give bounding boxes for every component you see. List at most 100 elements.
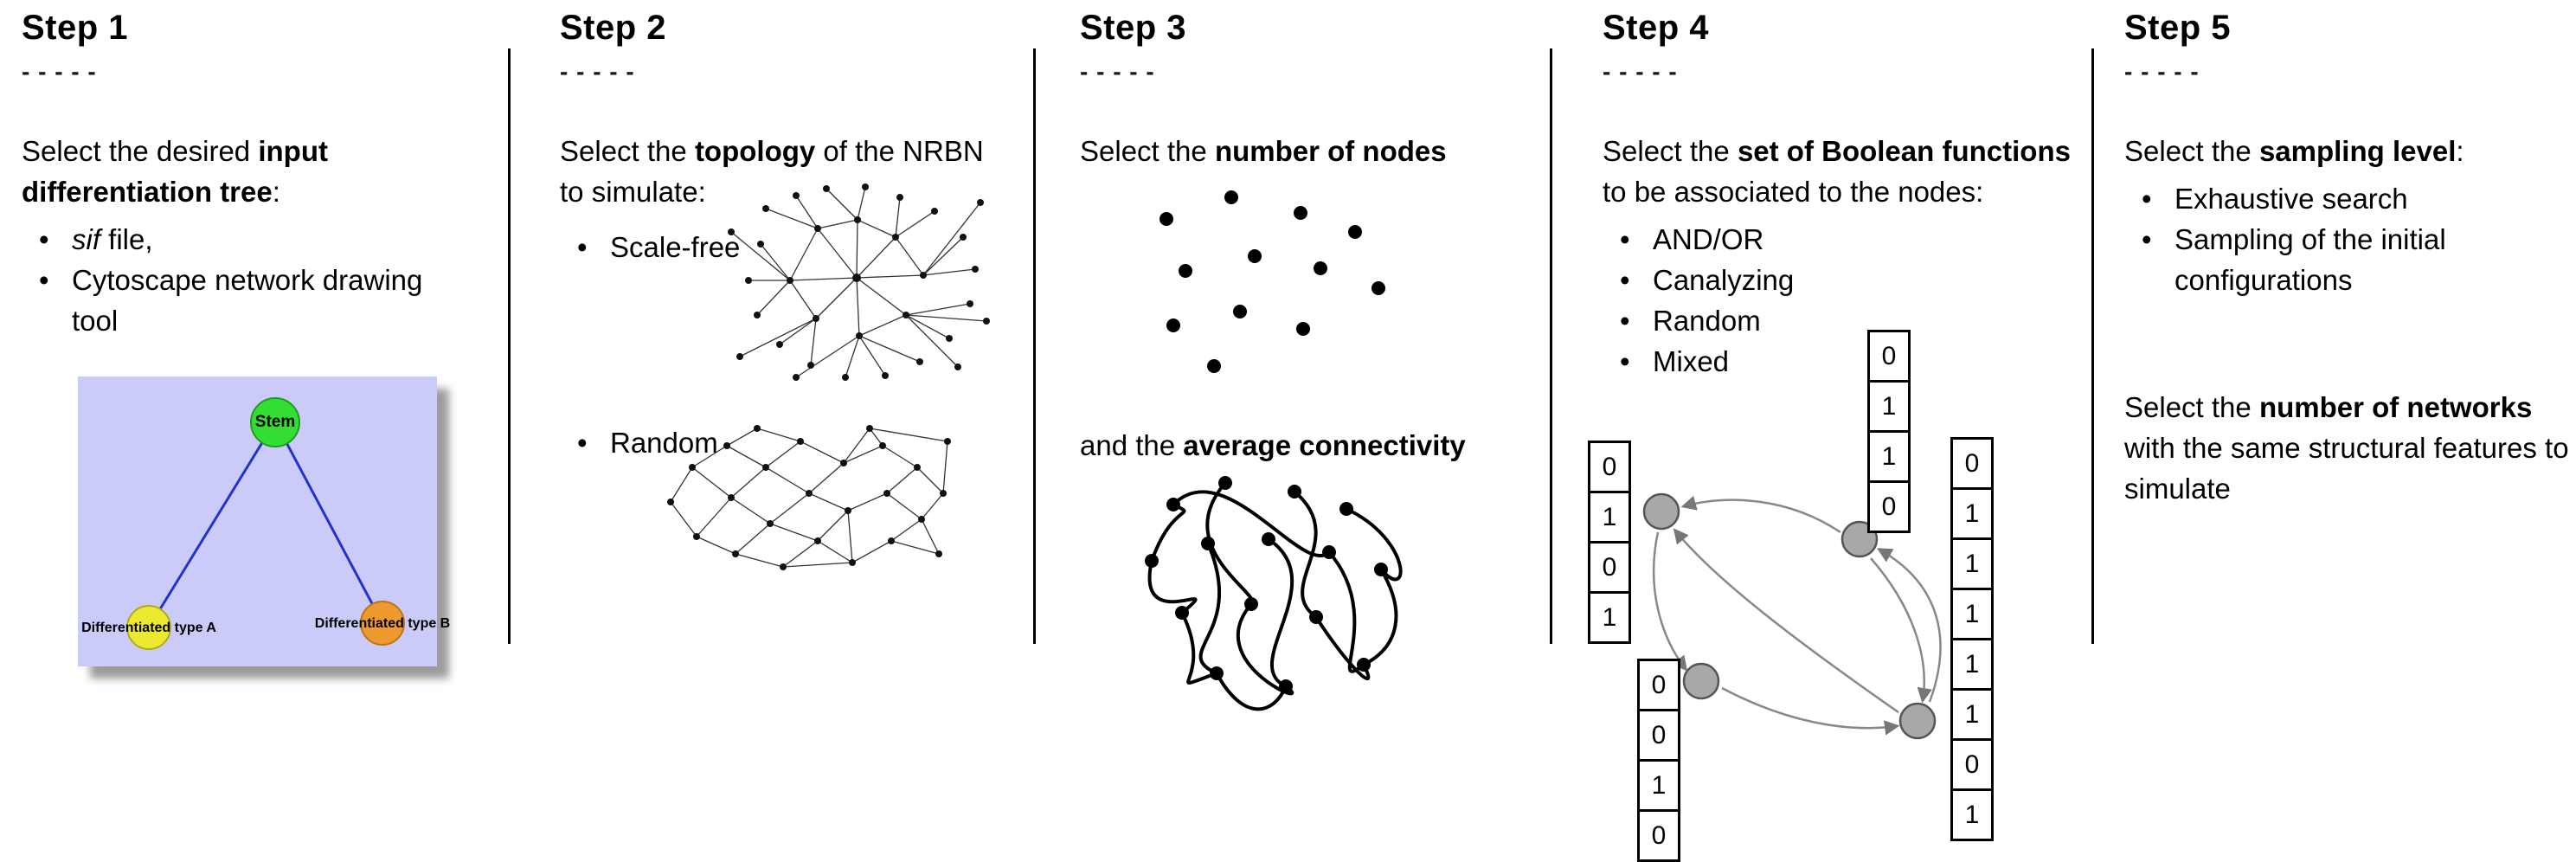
table-cell: 1 — [1588, 594, 1631, 644]
table-cell: 0 — [1588, 544, 1631, 594]
boolean-table-bottom: 0 0 1 0 — [1637, 659, 1680, 862]
scale-free-label: Scale-free — [610, 231, 741, 263]
sif-rest: file, — [100, 223, 153, 255]
step-5-bullet-exhaustive: Exhaustive search — [2142, 178, 2574, 219]
table-cell: 0 — [1637, 711, 1680, 762]
step-4-intro-bold: set of Boolean functions — [1737, 135, 2071, 167]
step-4-column: Step 4 - - - - - Select the set of Boole… — [1588, 9, 2077, 862]
table-cell: 1 — [1950, 540, 1994, 590]
step-5-second-pre: Select the — [2124, 391, 2259, 423]
step-1-intro-pre: Select the desired — [22, 135, 259, 167]
type-a-label: Differentiated type A — [81, 620, 216, 635]
step-3-column: Step 3 - - - - - Select the number of no… — [1080, 9, 1547, 711]
connectivity-tangle-graphic — [1145, 476, 1403, 711]
step-5-second-paragraph: Select the number of networks with the s… — [2124, 387, 2574, 509]
boolean-network-arrows — [1642, 492, 1942, 740]
boolean-table-right: 0 1 1 1 1 1 0 1 — [1950, 437, 1994, 841]
step-5-intro: Select the sampling level: — [2124, 131, 2574, 171]
step-3-line2-pre: and the — [1080, 429, 1184, 461]
step-4-bullet-random: Random — [1620, 300, 2077, 341]
step-1-intro: Select the desired input differentiation… — [22, 131, 459, 212]
step-3-dashes: - - - - - — [1080, 58, 1155, 85]
step-3-line1-pre: Select the — [1080, 135, 1215, 167]
table-cell: 1 — [1637, 762, 1680, 812]
step-5-intro-bold: sampling level — [2258, 135, 2457, 167]
divider-line-2 — [1033, 48, 1036, 644]
step-2-title: Step 2 — [560, 9, 667, 47]
type-a-node: Differentiated type A — [81, 605, 216, 650]
table-cell: 1 — [1950, 490, 1994, 540]
step-5-intro-pre: Select the — [2124, 135, 2259, 167]
table-cell: 1 — [1588, 493, 1631, 544]
step-1-bullet-sif: sif file, — [39, 219, 459, 260]
table-cell: 1 — [1867, 433, 1911, 483]
step-5-second-bold: number of networks — [2258, 391, 2533, 423]
step-1-dashes: - - - - - — [22, 58, 97, 85]
boolean-network-graphic: 0 1 0 1 0 1 1 0 0 1 1 1 1 1 0 1 0 0 1 0 — [1585, 325, 2001, 862]
step-3-line2-bold: average connectivity — [1183, 429, 1466, 461]
step-4-bullet-andor: AND/OR — [1620, 219, 2077, 260]
step-1-intro-post: : — [272, 176, 280, 208]
step-5-title: Step 5 — [2124, 9, 2232, 47]
table-cell: 0 — [1950, 741, 1994, 791]
table-cell: 0 — [1588, 441, 1631, 493]
step-1-intro-bold: input differentiation tree — [22, 135, 328, 208]
step-3-line2: and the average connectivity — [1080, 429, 1466, 462]
step-5-dashes: - - - - - — [2124, 58, 2200, 85]
boolean-table-left: 0 1 0 1 — [1588, 441, 1631, 644]
step-2-column: Step 2 - - - - - Select the topology of … — [560, 9, 1014, 570]
step-3-title: Step 3 — [1080, 9, 1187, 47]
table-cell: 1 — [1950, 791, 1994, 841]
step-4-bullet-canalyzing: Canalyzing — [1620, 260, 2077, 300]
step-2-dashes: - - - - - — [560, 58, 635, 85]
type-b-node: Differentiated type B — [315, 601, 450, 646]
table-cell: 0 — [1637, 659, 1680, 711]
random-network-graphic — [667, 425, 951, 570]
step-1-bullet-cytoscape: Cytoscape network drawing tool — [39, 260, 459, 341]
step-4-bullet-list: AND/OR Canalyzing Random Mixed — [1603, 219, 2077, 382]
step-2-intro-pre: Select the — [560, 135, 695, 167]
step-2-intro-bold: topology — [694, 135, 816, 167]
step-4-title: Step 4 — [1603, 9, 1710, 47]
stem-label: Stem — [254, 413, 296, 431]
sif-word: sif — [72, 223, 100, 255]
table-cell: 0 — [1867, 483, 1911, 533]
nodes-dots-graphic — [1160, 190, 1385, 373]
step-4-intro: Select the set of Boolean functions to b… — [1603, 131, 2077, 212]
tree-edges — [147, 421, 384, 628]
table-cell: 1 — [1950, 691, 1994, 741]
step-2-intro-post: of the NRBN to simulate: — [560, 135, 984, 208]
divider-line-1 — [508, 48, 511, 644]
type-b-label: Differentiated type B — [314, 615, 451, 631]
step-4-intro-post: to be associated to the nodes: — [1603, 176, 1984, 208]
step-5-bullet-list: Exhaustive search Sampling of the initia… — [2124, 178, 2574, 300]
step-4-intro-pre: Select the — [1603, 135, 1738, 167]
step-3-line1: Select the number of nodes — [1080, 131, 1547, 171]
divider-line-4 — [2091, 48, 2094, 644]
step-5-bullet-sampling: Sampling of the initial configurations — [2142, 219, 2574, 300]
step-3-line1-bold: number of nodes — [1214, 135, 1447, 167]
step-4-dashes: - - - - - — [1603, 58, 1678, 85]
step-2-intro: Select the topology of the NRBN to simul… — [560, 131, 1014, 212]
random-label: Random — [610, 427, 718, 459]
step-5-intro-post: : — [2456, 135, 2464, 167]
table-cell: 1 — [1950, 590, 1994, 640]
step-5-second-post: with the same structural features to sim… — [2124, 432, 2569, 505]
random-option: Random — [577, 422, 718, 463]
table-cell: 0 — [1867, 330, 1911, 383]
table-cell: 0 — [1637, 812, 1680, 862]
table-cell: 1 — [1867, 383, 1911, 433]
step-4-bullet-mixed: Mixed — [1620, 341, 2077, 382]
differentiation-tree-image: Stem Differentiated type A Differentiate… — [78, 376, 450, 666]
step-5-column: Step 5 - - - - - Select the sampling lev… — [2124, 9, 2574, 509]
boolean-table-top: 0 1 1 0 — [1867, 330, 1911, 533]
step-1-column: Step 1 - - - - - Select the desired inpu… — [22, 9, 459, 666]
scale-free-network-graphic — [728, 183, 990, 381]
table-cell: 1 — [1950, 640, 1994, 691]
scale-free-option: Scale-free — [577, 227, 740, 267]
step-1-title: Step 1 — [22, 9, 129, 47]
divider-line-3 — [1550, 48, 1552, 644]
table-cell: 0 — [1950, 437, 1994, 490]
step-1-bullet-list: sif file, Cytoscape network drawing tool — [22, 219, 459, 341]
stem-node: Stem — [250, 397, 300, 447]
